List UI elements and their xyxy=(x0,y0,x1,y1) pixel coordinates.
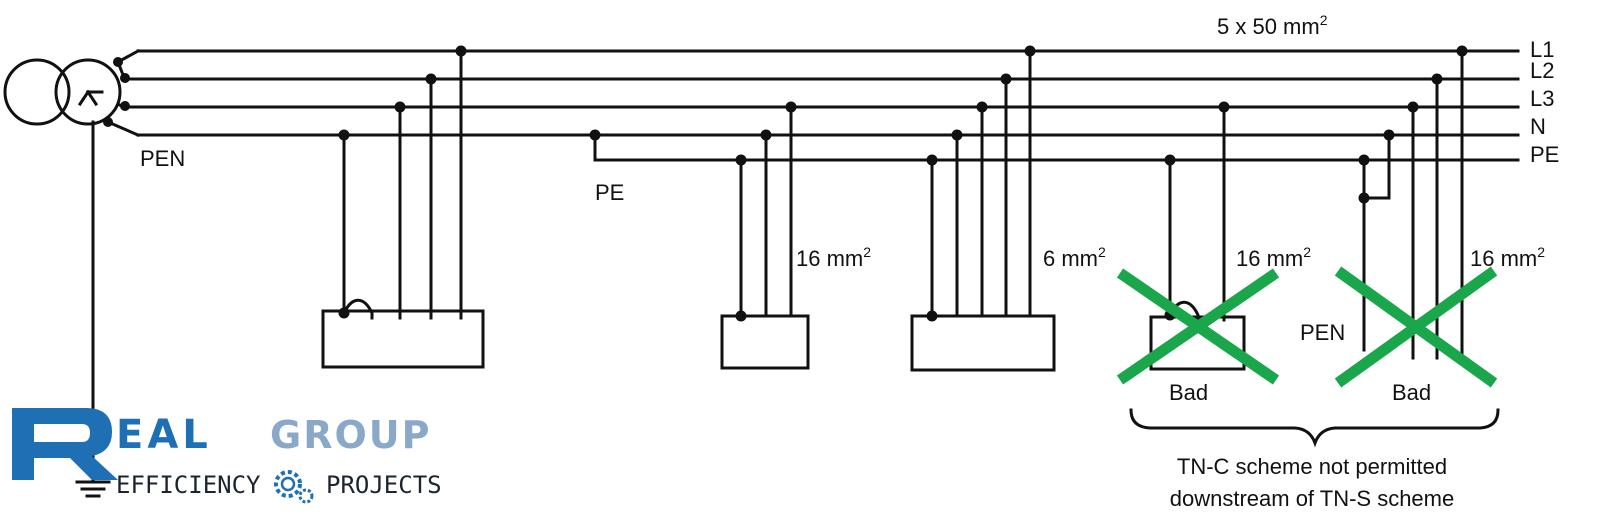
load-2-box xyxy=(720,314,810,370)
bus-lines xyxy=(123,49,1520,162)
load-2 xyxy=(589,101,810,370)
bus-label-l3: L3 xyxy=(1530,86,1554,111)
pen-source-label: PEN xyxy=(140,146,185,171)
gear-icon xyxy=(274,470,314,504)
logo-efficiency-text: EFFICIENCY xyxy=(116,471,261,499)
load-4-bad xyxy=(1116,101,1280,385)
logo-group-text: GROUP xyxy=(270,413,431,457)
bus-label-l2: L2 xyxy=(1530,58,1554,83)
load-3-box xyxy=(910,314,1056,372)
logo-r-mark xyxy=(12,408,118,480)
note-line-2: downstream of TN-S scheme xyxy=(1170,486,1454,511)
note-line-1: TN-C scheme not permitted xyxy=(1177,454,1447,479)
load-3 xyxy=(910,45,1056,372)
load-1-box xyxy=(321,309,485,369)
company-logo: EAL GROUP EFFICIENCY PROJECTS xyxy=(12,408,442,504)
transformer-symbol xyxy=(3,58,122,126)
load-5-bad xyxy=(1334,45,1498,388)
load-1 xyxy=(321,45,485,369)
cross-right-b xyxy=(1334,266,1498,388)
bad-label-left: Bad xyxy=(1169,380,1208,405)
pe-branch-label: PE xyxy=(595,180,624,205)
cable-size-label-1: 16 mm2 xyxy=(796,244,871,271)
logo-projects-text: PROJECTS xyxy=(326,471,442,499)
logo-real-text: EAL xyxy=(116,412,212,458)
cable-size-label-4: 16 mm2 xyxy=(1470,244,1545,271)
bus-label-n: N xyxy=(1530,114,1546,139)
bus-label-pe: PE xyxy=(1530,142,1559,167)
cable-size-title: 5 x 50 mm2 xyxy=(1217,12,1328,39)
bus-label-l1: L1 xyxy=(1530,37,1554,62)
cable-size-label-3: 16 mm2 xyxy=(1236,244,1311,271)
cable-size-label-2: 6 mm2 xyxy=(1043,244,1106,271)
cross-left-b xyxy=(1116,268,1280,385)
bad-label-right: Bad xyxy=(1392,380,1431,405)
pen-bad-label: PEN xyxy=(1300,320,1345,345)
bad-group-brace xyxy=(1129,408,1500,448)
